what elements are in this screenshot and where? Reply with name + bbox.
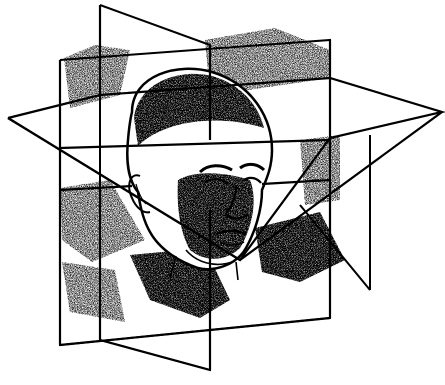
shade-left-low [62, 262, 125, 322]
shade-left-mid [60, 180, 145, 262]
shade-top-left [64, 45, 130, 108]
head-drawing [127, 69, 272, 280]
